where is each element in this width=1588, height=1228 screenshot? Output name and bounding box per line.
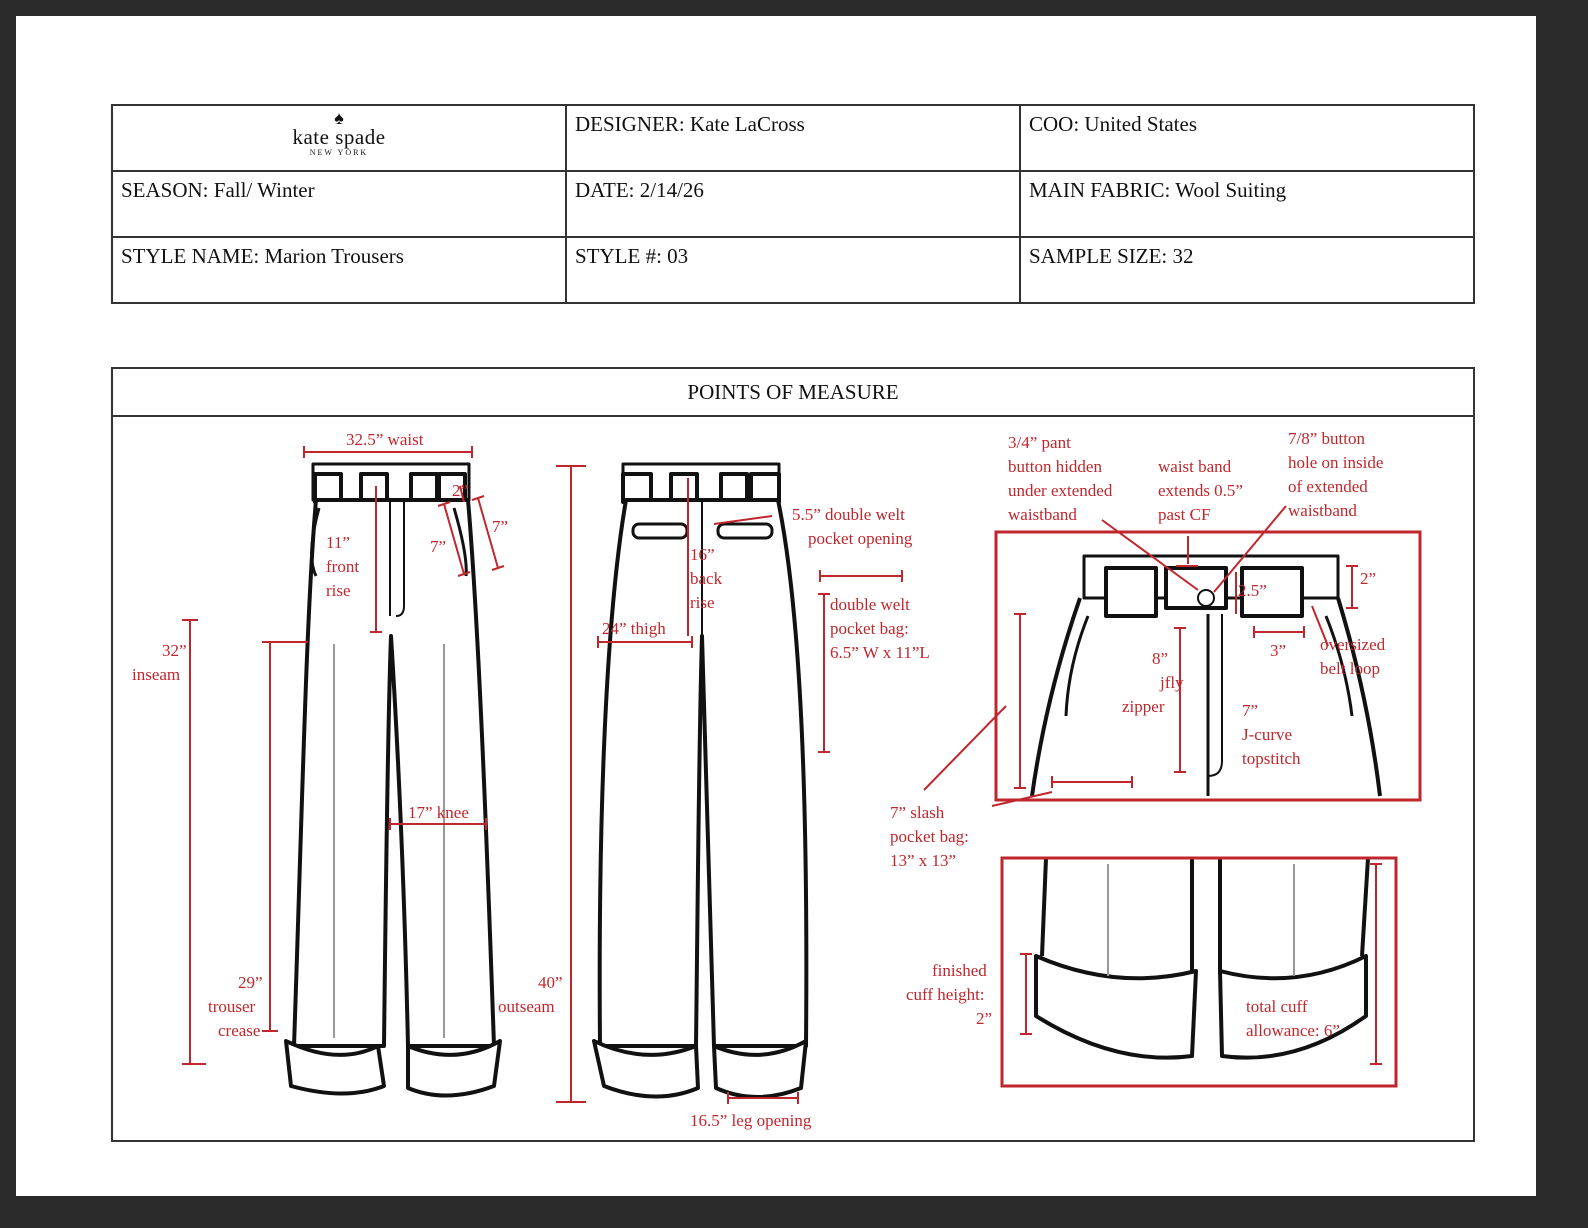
topstitch-label-3: topstitch <box>1242 749 1301 768</box>
cuff-height-label-3: 2” <box>976 1009 992 1028</box>
front-rise-label-3: rise <box>326 581 351 600</box>
date-cell: DATE: 2/14/26 <box>565 170 1021 238</box>
topstitch-label-1: 7” <box>1242 701 1258 720</box>
belt-loop-label-1: oversized <box>1320 635 1386 654</box>
main-fabric-cell: MAIN FABRIC: Wool Suiting <box>1019 170 1475 238</box>
cuff-detail-frame <box>1000 856 1398 1088</box>
coo-cell: COO: United States <box>1019 104 1475 172</box>
inseam-label-1: 32” <box>162 641 187 660</box>
button-hole-label-2: hole on inside <box>1288 453 1383 472</box>
belt-loop-width-label: 3” <box>1270 641 1286 660</box>
welt-opening-label-2: pocket opening <box>808 529 913 548</box>
brand-city: NEW YORK <box>309 148 369 157</box>
cuff-height-label-2: cuff height: <box>906 985 985 1004</box>
zipper-label-2: jfly <box>1159 673 1184 692</box>
welt-opening-label-1: 5.5” double welt <box>792 505 905 524</box>
belt-loop-label-2: belt loop <box>1320 659 1380 678</box>
pant-button-label-1: 3/4” pant <box>1008 433 1071 452</box>
welt-bag-label-2: pocket bag: <box>830 619 909 638</box>
button-hole-label-4: waistband <box>1288 501 1357 520</box>
points-of-measure-panel: POINTS OF MEASURE <box>111 367 1475 1142</box>
waistband-ext-label-1: waist band <box>1158 457 1232 476</box>
front-rise-label-2: front <box>326 557 359 576</box>
designer-cell: DESIGNER: Kate LaCross <box>565 104 1021 172</box>
outseam-label-1: 40” <box>538 973 563 992</box>
spade-icon: ♠ <box>334 108 344 128</box>
welt-bag-label-3: 6.5” W x 11”L <box>830 643 930 662</box>
back-rise-label-1: 16” <box>690 545 715 564</box>
waistband-ext-label-2: extends 0.5” <box>1158 481 1243 500</box>
pant-button-label-4: waistband <box>1008 505 1077 524</box>
spec-header-table: ♠ kate spade NEW YORK DESIGNER: Kate LaC… <box>111 104 1475 304</box>
knee-label: 17” knee <box>408 803 469 822</box>
detail-waistband-label: 2” <box>1360 569 1376 588</box>
brand-logo-cell: ♠ kate spade NEW YORK <box>111 104 567 172</box>
welt-bag-label-1: double welt <box>830 595 910 614</box>
thigh-label: 24” thigh <box>602 619 666 638</box>
crease-label-1: 29” <box>238 973 263 992</box>
back-rise-label-2: back <box>690 569 723 588</box>
cuff-allowance-label-2: allowance: 6” <box>1246 1021 1340 1040</box>
front-waist-label: 32.5” waist <box>346 430 424 449</box>
button-hole-label-3: of extended <box>1288 477 1368 496</box>
cuff-height-label-1: finished <box>932 961 987 980</box>
measure-lines <box>182 446 1382 1104</box>
measure-labels: 32.5” waist 11” front rise 2” 7” 7” 32” … <box>132 429 1386 1130</box>
pant-button-label-2: button hidden <box>1008 457 1102 476</box>
front-pocket-outer-label: 7” <box>492 517 508 536</box>
tech-pack-sheet: ♠ kate spade NEW YORK DESIGNER: Kate LaC… <box>16 16 1536 1196</box>
crease-label-3: crease <box>218 1021 260 1040</box>
style-name-cell: STYLE NAME: Marion Trousers <box>111 236 567 304</box>
belt-loop-height-label: 2.5” <box>1238 581 1267 600</box>
pom-title: POINTS OF MEASURE <box>113 369 1473 417</box>
zipper-label-1: 8” <box>1152 649 1168 668</box>
pom-drawing: 32.5” waist 11” front rise 2” 7” 7” 32” … <box>132 429 1422 1130</box>
waistband-ext-label-3: past CF <box>1158 505 1210 524</box>
back-rise-label-3: rise <box>690 593 715 612</box>
front-rise-label-1: 11” <box>326 533 350 552</box>
button-hole-label-1: 7/8” button <box>1288 429 1365 448</box>
front-trouser-drawing <box>284 462 502 1098</box>
topstitch-label-2: J-curve <box>1242 725 1292 744</box>
style-number-cell: STYLE #: 03 <box>565 236 1021 304</box>
slash-pocket-label-2: pocket bag: <box>890 827 969 846</box>
zipper-label-3: zipper <box>1122 697 1165 716</box>
waist-detail-frame <box>994 530 1422 802</box>
slash-pocket-label-1: 7” slash <box>890 803 945 822</box>
inseam-label-2: inseam <box>132 665 180 684</box>
season-cell: SEASON: Fall/ Winter <box>111 170 567 238</box>
brand-name: kate spade <box>292 125 386 149</box>
sample-size-cell: SAMPLE SIZE: 32 <box>1019 236 1475 304</box>
slash-pocket-label-3: 13” x 13” <box>890 851 956 870</box>
leg-opening-label: 16.5” leg opening <box>690 1111 812 1130</box>
cuff-allowance-label-1: total cuff <box>1246 997 1308 1016</box>
front-waistband-label: 2” <box>452 481 468 500</box>
outseam-label-2: outseam <box>498 997 555 1016</box>
crease-label-2: trouser <box>208 997 256 1016</box>
pant-button-label-3: under extended <box>1008 481 1113 500</box>
detail-cuff-drawing <box>1034 857 1370 1060</box>
front-pocket-inner-label: 7” <box>430 537 446 556</box>
back-trouser-drawing <box>592 462 809 1099</box>
